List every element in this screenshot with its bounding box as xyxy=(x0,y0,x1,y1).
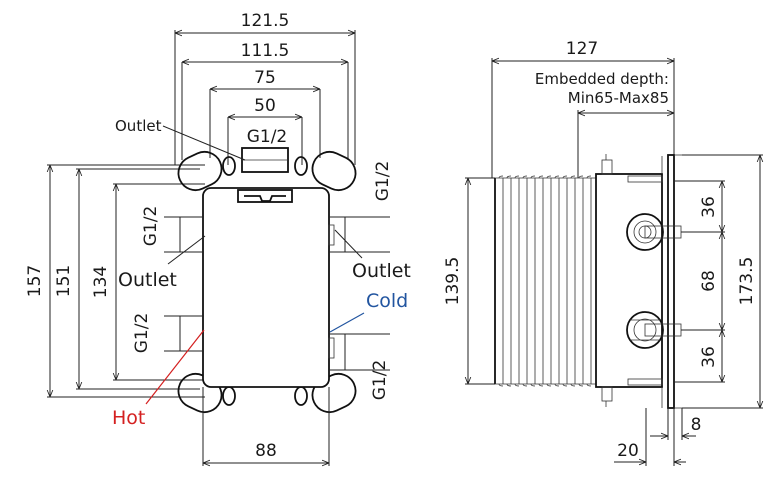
dim-68-label: 68 xyxy=(699,270,719,292)
dim-88-label: 88 xyxy=(255,441,277,461)
hot-leader xyxy=(145,329,205,405)
dim-139-5: 139.5 xyxy=(443,177,495,385)
g12-right-upper-label: G1/2 xyxy=(373,161,393,202)
dim-121-5: 121.5 xyxy=(174,11,356,165)
lower-valve xyxy=(626,311,682,349)
g12-right-lower-label: G1/2 xyxy=(370,360,390,401)
dim-151: 151 xyxy=(54,168,200,390)
dim-20-label: 20 xyxy=(617,441,639,461)
right-pipe-lower xyxy=(329,333,390,371)
dim-173-5-label: 173.5 xyxy=(737,257,757,306)
upper-valve xyxy=(626,213,682,251)
ribbed-cover xyxy=(494,175,596,387)
top-outlet-pipe xyxy=(241,147,289,173)
mounting-lug-top-right xyxy=(294,150,357,192)
dim-127: 127 xyxy=(491,39,675,178)
front-view: 121.5 111.5 75 50 G1/2 Outlet xyxy=(25,11,411,466)
left-pipe-lower xyxy=(164,315,203,352)
right-port-cap-upper xyxy=(328,224,335,246)
dim-8-label: 8 xyxy=(691,415,702,435)
side-view: 127 Embedded depth: Min65-Max85 139.5 xyxy=(443,39,763,466)
valve-body xyxy=(202,187,330,388)
front-plate xyxy=(667,154,682,409)
outlet-top-label: Outlet xyxy=(115,117,162,135)
dim-139-5-label: 139.5 xyxy=(443,257,463,306)
right-port-cap-lower xyxy=(328,337,335,359)
left-pipe-upper xyxy=(164,216,203,253)
outlet-left-leader xyxy=(167,235,206,265)
embedded-depth-line1: Embedded depth: xyxy=(535,70,669,88)
outlet-right-label: Outlet xyxy=(352,260,411,282)
dim-134-label: 134 xyxy=(91,266,111,298)
dim-36-top-label: 36 xyxy=(699,196,719,218)
dim-75-label: 75 xyxy=(254,68,276,88)
dim-134: 134 xyxy=(91,183,205,381)
outlet-right-leader xyxy=(334,229,363,259)
valve-body-side xyxy=(595,154,663,408)
dim-127-label: 127 xyxy=(566,39,598,59)
right-pipe-upper xyxy=(329,216,390,253)
dim-75: 75 xyxy=(209,68,321,158)
dim-121-5-label: 121.5 xyxy=(241,11,290,31)
dim-20: 20 xyxy=(614,408,686,466)
outlet-left-label: Outlet xyxy=(118,269,177,291)
g12-left-upper-label: G1/2 xyxy=(141,206,161,247)
embedded-depth-line2: Min65-Max85 xyxy=(568,89,669,107)
dim-embedded-depth xyxy=(577,110,674,178)
dim-157: 157 xyxy=(25,164,205,398)
outlet-top-leader xyxy=(162,125,246,161)
hot-label: Hot xyxy=(112,407,145,429)
dim-151-label: 151 xyxy=(54,265,74,297)
dim-36-68-36: 36 68 36 xyxy=(674,180,725,383)
cold-label: Cold xyxy=(366,290,408,312)
dim-157-label: 157 xyxy=(25,265,45,297)
cold-leader xyxy=(329,312,365,333)
dim-173-5: 173.5 xyxy=(682,154,763,409)
dim-36-bottom-label: 36 xyxy=(699,346,719,368)
dim-88: 88 xyxy=(202,387,330,466)
top-slot xyxy=(237,189,293,203)
g12-left-lower-label: G1/2 xyxy=(132,313,152,354)
dim-8: 8 xyxy=(650,408,701,440)
dim-50-label: 50 xyxy=(254,96,276,116)
g12-top-label: G1/2 xyxy=(247,127,288,147)
dim-111-5: 111.5 xyxy=(181,41,349,160)
mounting-lug-top-left xyxy=(177,150,236,192)
top-slot-detail xyxy=(244,195,286,202)
dim-111-5-label: 111.5 xyxy=(241,41,290,61)
